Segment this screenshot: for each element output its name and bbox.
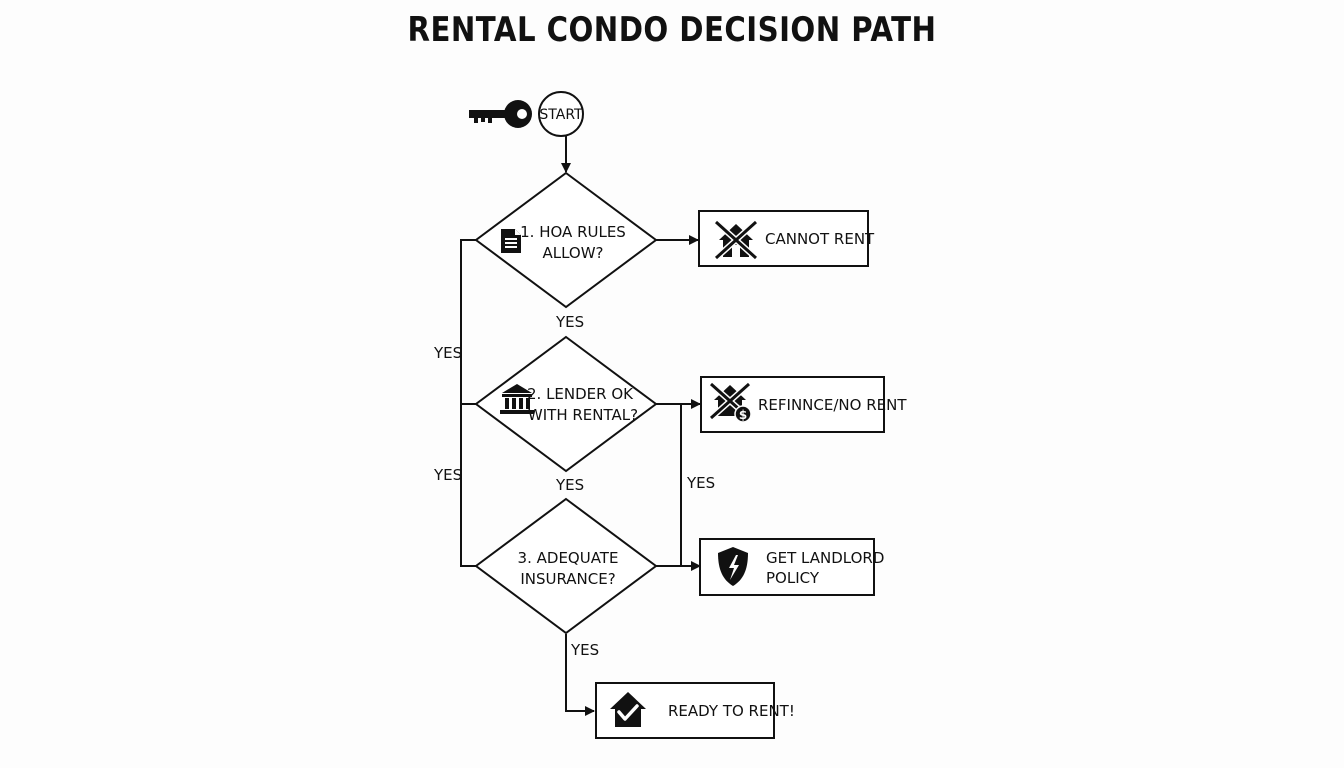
decision-hoa-rules[interactable] (474, 171, 658, 309)
edge-label-left-yes-lower: YES (433, 466, 462, 484)
crossed-house-dollar-icon: $ (708, 381, 752, 423)
connectors (460, 136, 701, 716)
q2-label-line1: 2. LENDER OK (527, 385, 634, 403)
q3-label-line1: 3. ADEQUATE (518, 549, 619, 567)
start-node[interactable] (538, 91, 584, 137)
edge-label-q2-yes: YES (555, 476, 584, 494)
page-title: RENTAL CONDO DECISION PATH (407, 10, 937, 50)
q3-label-line2: INSURANCE? (520, 570, 615, 588)
crossed-house-icon (713, 219, 759, 261)
key-icon (469, 100, 532, 128)
decision-adequate-insurance[interactable] (474, 497, 658, 635)
landlord-label-line2: POLICY (766, 569, 820, 587)
house-check-icon (610, 692, 646, 727)
edge-label-q1-yes: YES (555, 313, 584, 331)
decision-lender-ok[interactable] (474, 335, 658, 473)
q1-label-line2: ALLOW? (542, 244, 603, 262)
q1-label-line1: 1. HOA RULES (520, 223, 626, 241)
q2-label-line2: WITH RENTAL? (528, 406, 638, 424)
landlord-label-line1: GET LANDLORD (766, 549, 884, 567)
edge-label-left-yes-upper: YES (433, 344, 462, 362)
document-icon (501, 229, 521, 253)
edge-label-q3-yes: YES (570, 641, 599, 659)
cannot-rent-label: CANNOT RENT (765, 230, 875, 248)
svg-text:$: $ (739, 408, 747, 422)
edge-q3-to-ready (565, 634, 595, 716)
ready-label: READY TO RENT! (668, 702, 795, 720)
start-label: START (539, 107, 583, 123)
shield-icon (718, 547, 748, 586)
edge-label-right-yes: YES (686, 474, 715, 492)
refinance-label: REFINNCE/NO RENT (758, 396, 907, 414)
bank-icon (500, 384, 534, 414)
